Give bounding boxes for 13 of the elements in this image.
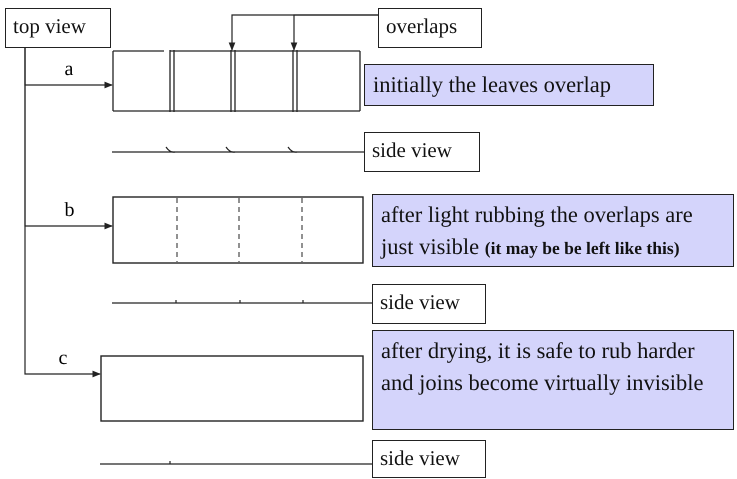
caption-box: after drying, it is safe to rub harder and joins become virtually invisible [372,330,734,430]
label-box: side view [372,284,486,324]
caption-box: initially the leaves overlap [364,64,654,106]
arrow [24,48,101,378]
edge-label: a [64,59,74,79]
caption-box: after light rubbing the overlaps are just visible (it may be be left like this) [372,194,734,267]
label-box: top view [5,8,111,48]
edge-label: b [64,200,74,220]
edge-label: c [58,348,68,368]
label-box: side view [372,440,486,478]
arrow [290,14,378,51]
label-box: overlaps [378,8,482,48]
label-box: side view [364,132,480,172]
